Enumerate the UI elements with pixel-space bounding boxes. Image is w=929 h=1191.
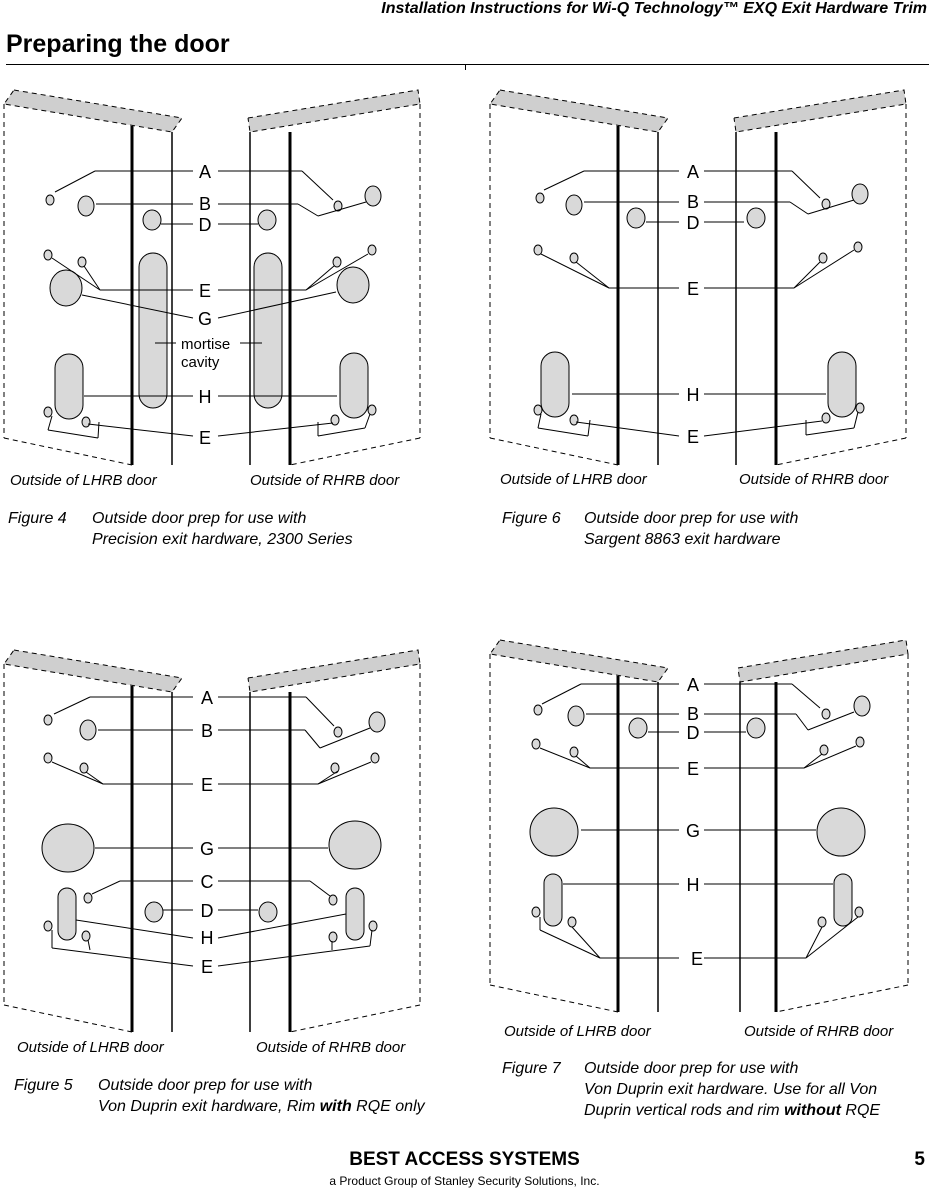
label-e-bottom: E — [201, 957, 213, 977]
column-tick — [465, 64, 466, 70]
label-e-bottom: E — [691, 949, 703, 969]
figure-4: A B D E G H E mortise cavity Outside of … — [0, 89, 465, 560]
label-a: A — [199, 162, 211, 182]
left-door-label: Outside of LHRB door — [500, 471, 648, 488]
figure-4-diagram: A B D E G H E mortise cavity Outside of … — [3, 89, 421, 489]
label-h: H — [687, 875, 700, 895]
cavity-label: cavity — [181, 354, 220, 371]
label-a: A — [687, 675, 699, 695]
label-h: H — [201, 928, 214, 948]
figure-5-diagram: A B E G C D H E Outside of LHRB door Out… — [3, 649, 421, 1056]
left-door-top — [4, 90, 182, 132]
caption-line: Duprin vertical rods and rim without RQE — [584, 1102, 881, 1119]
figure-5-caption: Figure 5 Outside door prep for use with … — [14, 1075, 459, 1119]
mortise-cavity-right — [253, 252, 283, 409]
left-door-label: Outside of LHRB door — [17, 1039, 165, 1056]
caption-line: Outside door prep for use with — [92, 510, 307, 527]
label-g: G — [686, 821, 700, 841]
left-door-top-outline — [3, 89, 183, 133]
left-door-label: Outside of LHRB door — [10, 472, 158, 489]
label-a: A — [201, 688, 213, 708]
figure-7-diagram: A B D E G H E Outside of LHRB door Outsi… — [489, 639, 909, 1040]
figure-5: A B E G C D H E Outside of LHRB door Out… — [0, 649, 465, 1070]
label-e: E — [687, 759, 699, 779]
caption-line: Von Duprin exit hardware, Rim with RQE o… — [98, 1098, 425, 1115]
label-b: B — [687, 192, 699, 212]
caption-line: Outside door prep for use with — [584, 1060, 799, 1077]
label-g: G — [198, 309, 212, 329]
figure-6: A B D E H E Outside of LHRB door Outside… — [486, 89, 929, 560]
figure-6-caption: Figure 6 Outside door prep for use with … — [502, 508, 922, 552]
label-d: D — [201, 901, 214, 921]
left-door-label: Outside of LHRB door — [504, 1023, 652, 1040]
footer-brand: BEST ACCESS SYSTEMS — [349, 1149, 580, 1170]
label-e: E — [201, 775, 213, 795]
label-e: E — [199, 281, 211, 301]
label-b: B — [201, 721, 213, 741]
caption-line: Outside door prep for use with — [584, 510, 799, 527]
caption-number: Figure 6 — [502, 510, 561, 527]
mortise-cavity-left — [138, 252, 168, 409]
figure-7-caption: Figure 7 Outside door prep for use with … — [502, 1058, 922, 1124]
mortise-label: mortise — [181, 336, 230, 353]
document-header-title: Installation Instructions for Wi-Q Techn… — [381, 0, 927, 17]
figure-4-caption: Figure 4 Outside door prep for use with … — [8, 508, 448, 552]
caption-line: Precision exit hardware, 2300 Series — [92, 531, 353, 548]
header-rule — [6, 64, 929, 65]
caption-number: Figure 7 — [502, 1060, 561, 1077]
label-b: B — [687, 704, 699, 724]
label-c: C — [201, 872, 214, 892]
footer-subline: a Product Group of Stanley Security Solu… — [329, 1174, 600, 1188]
label-e-bottom: E — [687, 427, 699, 447]
page-number: 5 — [914, 1149, 925, 1170]
label-e: E — [687, 279, 699, 299]
figure-7: A B D E G H E Outside of LHRB door Outsi… — [486, 639, 929, 1045]
label-g: G — [200, 839, 214, 859]
caption-line: Sargent 8863 exit hardware — [584, 531, 781, 548]
label-d: D — [687, 213, 700, 233]
right-door-label: Outside of RHRB door — [744, 1023, 894, 1040]
page-title: Preparing the door — [6, 30, 230, 58]
label-a: A — [687, 162, 699, 182]
figure-6-diagram: A B D E H E Outside of LHRB door Outside… — [489, 89, 907, 488]
label-b: B — [199, 194, 211, 214]
right-door-label: Outside of RHRB door — [250, 472, 400, 489]
caption-line: Outside door prep for use with — [98, 1077, 313, 1094]
label-h: H — [687, 385, 700, 405]
right-door-top — [248, 90, 420, 132]
label-d: D — [199, 215, 212, 235]
caption-number: Figure 4 — [8, 510, 67, 527]
caption-line: Von Duprin exit hardware. Use for all Vo… — [584, 1081, 878, 1098]
right-door-label: Outside of RHRB door — [739, 471, 889, 488]
right-door-label: Outside of RHRB door — [256, 1039, 406, 1056]
caption-number: Figure 5 — [14, 1077, 73, 1094]
label-d: D — [687, 723, 700, 743]
label-h: H — [199, 387, 212, 407]
label-e-bottom: E — [199, 428, 211, 448]
